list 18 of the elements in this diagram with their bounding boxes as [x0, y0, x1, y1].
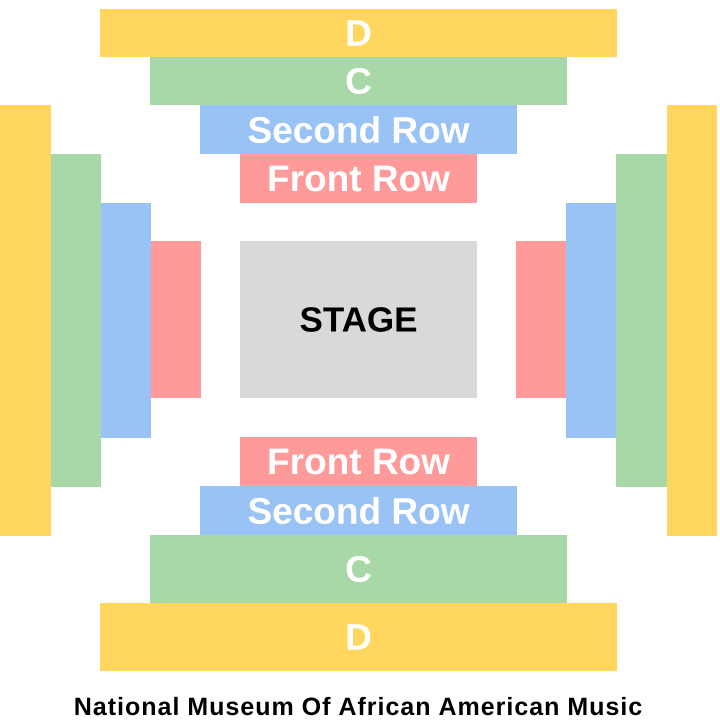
seating-section [151, 241, 201, 398]
seating-section: C [150, 57, 567, 105]
seating-section: D [100, 9, 617, 57]
seating-section [0, 105, 51, 536]
seating-section [51, 154, 101, 487]
seating-section [101, 203, 151, 438]
caption-text: National Museum Of African American Music [75, 696, 642, 716]
seating-section: Second Row [200, 486, 517, 535]
seating-section: Front Row [240, 154, 477, 203]
stage-area: STAGE [240, 241, 477, 398]
seating-section: C [150, 535, 567, 603]
seating-section [667, 105, 717, 536]
seating-section [566, 203, 616, 438]
seating-section [516, 241, 566, 398]
seating-section: Front Row [240, 437, 477, 486]
seating-section: Second Row [200, 105, 517, 154]
seating-section [616, 154, 667, 487]
seating-section: D [100, 603, 617, 671]
